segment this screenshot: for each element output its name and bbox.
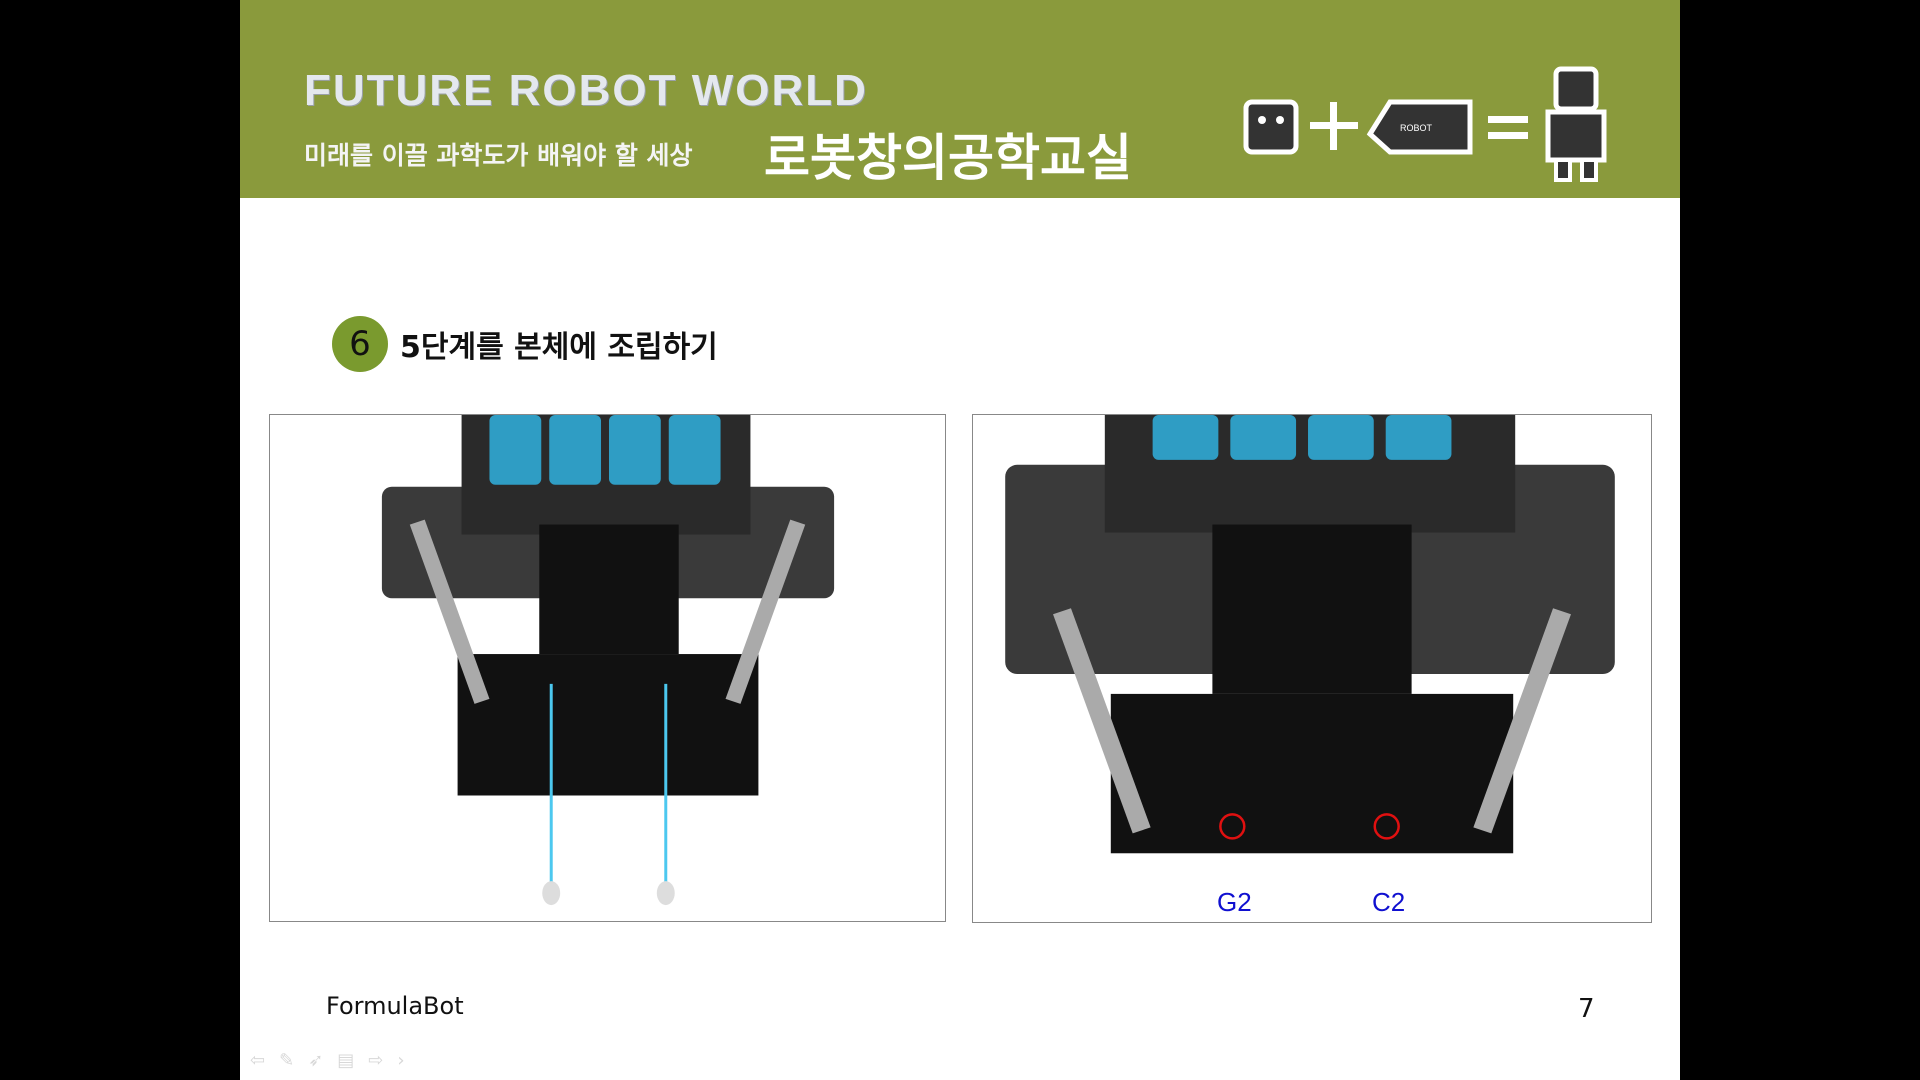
hole-label-c2: C2 bbox=[1372, 887, 1406, 917]
pointer-icon[interactable]: ➶ bbox=[308, 1050, 324, 1071]
slideshow-nav: ⇦ ✎ ➶ ▤ ⇨ › bbox=[250, 1050, 405, 1071]
footer-text: FormulaBot bbox=[326, 992, 464, 1020]
next-icon[interactable]: › bbox=[397, 1050, 405, 1071]
robot-chassis-illustration bbox=[381, 415, 835, 906]
slide-header: FUTURE ROBOT WORLD 미래를 이끌 과학도가 배워야 할 세상 … bbox=[240, 0, 1680, 198]
assembly-image-left bbox=[269, 414, 946, 922]
hole-label-g2: G2 bbox=[1217, 887, 1252, 917]
step-number-badge: 6 bbox=[332, 316, 388, 372]
forward-arrow-icon[interactable]: ⇨ bbox=[368, 1050, 384, 1071]
step-title: 5단계를 본체에 조립하기 bbox=[400, 330, 718, 365]
robot-logo-icon: ROBOT bbox=[1243, 66, 1607, 182]
assembly-image-right: G2 C2 bbox=[972, 414, 1652, 923]
page-number: 7 bbox=[1578, 994, 1595, 1024]
slide: FUTURE ROBOT WORLD 미래를 이끌 과학도가 배워야 할 세상 … bbox=[240, 0, 1680, 1080]
robot-chassis-closeup-illustration bbox=[1005, 415, 1615, 854]
step-heading: 6 5단계를 본체에 조립하기 bbox=[332, 316, 718, 372]
brand-title: FUTURE ROBOT WORLD bbox=[304, 66, 868, 115]
class-name: 로봇창의공학교실 bbox=[764, 129, 1132, 187]
pen-icon[interactable]: ✎ bbox=[279, 1050, 295, 1071]
tagline: 미래를 이끌 과학도가 배워야 할 세상 bbox=[304, 141, 693, 170]
back-arrow-icon[interactable]: ⇦ bbox=[250, 1050, 266, 1071]
svg-text:ROBOT: ROBOT bbox=[1400, 123, 1433, 133]
slides-icon[interactable]: ▤ bbox=[337, 1050, 355, 1071]
